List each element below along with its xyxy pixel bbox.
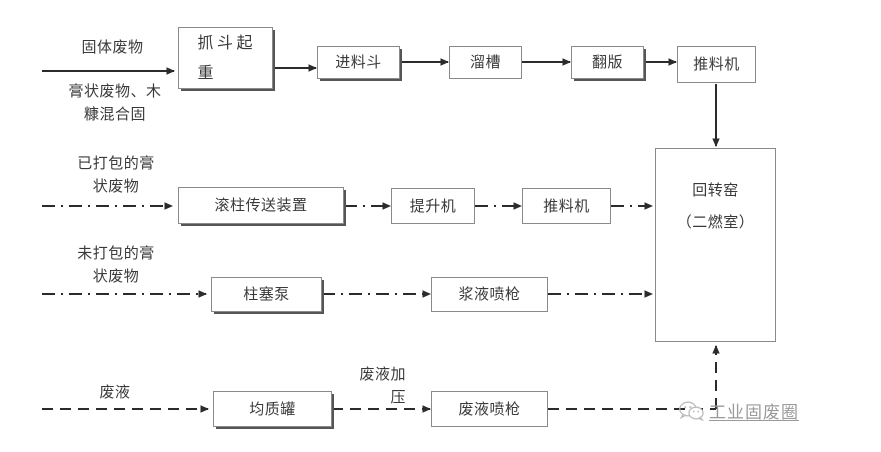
node-slurry-lance-label: 浆液喷枪 (458, 285, 521, 304)
node-feed-hopper-label: 进料斗 (335, 53, 382, 72)
edge-label-pressurize: 废液加 压 (359, 365, 406, 407)
edge-label-inlet-packed: 已打包的膏 状废物 (77, 154, 155, 196)
node-chute-label: 溜槽 (469, 53, 501, 72)
node-slurry-lance[interactable]: 浆液喷枪 (431, 277, 548, 312)
edge-label-inlet-solid: 固体废物 (81, 38, 144, 56)
node-pusher-top[interactable]: 推料机 (677, 46, 756, 83)
node-homogenizer-label: 均质罐 (249, 399, 296, 418)
edge-label-inlet-paste-mix: 膏状废物、木 糠混合固 (68, 82, 162, 124)
node-elevator-label: 提升机 (409, 196, 457, 215)
node-feed-hopper[interactable]: 进料斗 (317, 46, 400, 79)
edge-label-inlet-unpacked: 未打包的膏 状废物 (77, 244, 155, 286)
watermark-text: 工业固废圈 (709, 403, 799, 423)
node-rotary-kiln-label: 回转窑 (692, 181, 739, 199)
node-rotary-kiln[interactable]: 回转窑 （二燃室） (655, 148, 776, 342)
node-waste-liquid-lance[interactable]: 废液喷枪 (431, 391, 548, 427)
edge-label-inlet-waste-liquid: 废液 (99, 383, 131, 401)
node-flip-plate-label: 翻版 (591, 53, 623, 72)
wechat-icon (679, 401, 705, 421)
node-chute[interactable]: 溜槽 (449, 46, 522, 79)
node-plunger-pump-label: 柱塞泵 (243, 285, 290, 304)
node-grab-crane[interactable]: 抓斗起 重 (178, 27, 273, 89)
node-rotary-kiln-sublabel: （二燃室） (676, 212, 755, 231)
node-grab-crane-label: 抓斗起 重 (197, 32, 254, 82)
node-pusher-mid-label: 推料机 (543, 196, 590, 215)
node-flip-plate[interactable]: 翻版 (571, 46, 644, 79)
node-pusher-mid[interactable]: 推料机 (522, 188, 611, 224)
node-waste-liquid-lance-label: 废液喷枪 (458, 399, 521, 418)
node-roller-conveyor-label: 滚柱传送装置 (214, 196, 308, 215)
node-roller-conveyor[interactable]: 滚柱传送装置 (178, 187, 344, 224)
node-plunger-pump[interactable]: 柱塞泵 (211, 277, 322, 312)
node-pusher-top-label: 推料机 (693, 55, 740, 74)
watermark: 工业固废圈 (679, 398, 799, 423)
node-elevator[interactable]: 提升机 (391, 188, 475, 224)
node-homogenizer[interactable]: 均质罐 (213, 391, 332, 427)
